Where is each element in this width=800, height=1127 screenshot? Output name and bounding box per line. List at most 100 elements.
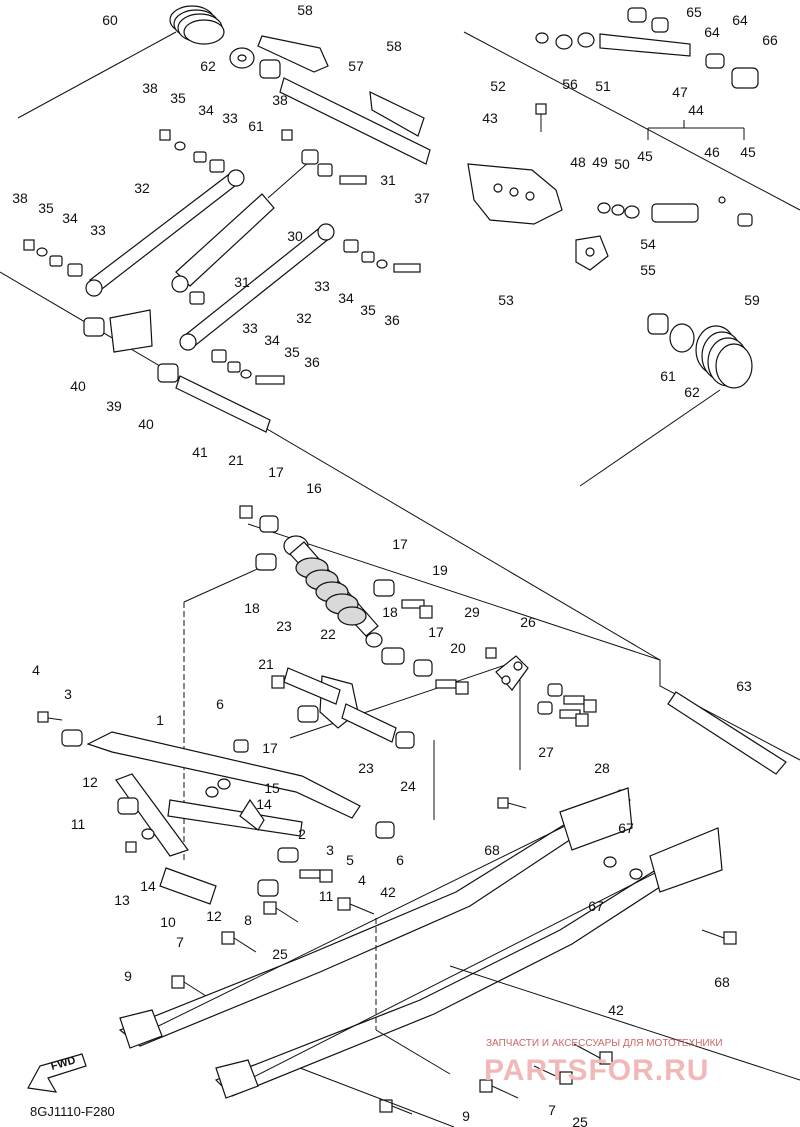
callout-33: 33 bbox=[90, 222, 106, 238]
callout-25: 25 bbox=[572, 1114, 588, 1127]
callout-39: 39 bbox=[106, 398, 122, 414]
callout-28: 28 bbox=[594, 760, 610, 776]
callout-31: 31 bbox=[234, 274, 250, 290]
callout-35: 35 bbox=[360, 302, 376, 318]
callout-33: 33 bbox=[222, 110, 238, 126]
callout-54: 54 bbox=[640, 236, 656, 252]
bushing-61-upper bbox=[259, 59, 281, 79]
callout-40: 40 bbox=[70, 378, 86, 394]
link-arm-32-lower bbox=[179, 223, 335, 351]
callout-17: 17 bbox=[262, 740, 278, 756]
callout-63: 63 bbox=[736, 678, 752, 694]
parts-group-44 bbox=[597, 120, 753, 227]
callout-60: 60 bbox=[102, 12, 118, 28]
callout-15: 15 bbox=[264, 780, 280, 796]
shaft-10 bbox=[159, 867, 217, 905]
callout-61: 61 bbox=[660, 368, 676, 384]
bushing-40-left bbox=[83, 317, 105, 337]
callout-53: 53 bbox=[498, 292, 514, 308]
front-arm-1 bbox=[86, 731, 361, 857]
callout-14: 14 bbox=[140, 878, 156, 894]
callout-57: 57 bbox=[348, 58, 364, 74]
middle-lower-outline bbox=[299, 918, 800, 1127]
callout-58: 58 bbox=[297, 2, 313, 18]
callout-58: 58 bbox=[386, 38, 402, 54]
fasteners-front-arm bbox=[37, 711, 395, 897]
watermark-caption: ЗАПЧАСТИ И АКСЕССУАРЫ ДЛЯ МОТОТЕХНИКИ bbox=[486, 1038, 723, 1049]
callout-35: 35 bbox=[38, 200, 54, 216]
callout-67: 67 bbox=[588, 898, 604, 914]
shaft-assembly-47 bbox=[535, 7, 759, 89]
callout-68: 68 bbox=[714, 974, 730, 990]
callout-4: 4 bbox=[358, 872, 366, 888]
callout-45: 45 bbox=[740, 144, 756, 160]
bushing-40-right bbox=[157, 363, 179, 383]
callout-26: 26 bbox=[520, 614, 536, 630]
callout-46: 46 bbox=[704, 144, 720, 160]
callout-1: 1 bbox=[156, 712, 164, 728]
collar-62-upper bbox=[229, 47, 255, 69]
callout-61: 61 bbox=[248, 118, 264, 134]
callout-22: 22 bbox=[320, 626, 336, 642]
callout-2: 2 bbox=[298, 826, 306, 842]
callout-32: 32 bbox=[296, 310, 312, 326]
bracket-43 bbox=[467, 163, 563, 225]
callout-47: 47 bbox=[672, 84, 688, 100]
callout-27: 27 bbox=[538, 744, 554, 760]
shock-absorber-16 bbox=[283, 535, 383, 648]
callout-35: 35 bbox=[284, 344, 300, 360]
callout-16: 16 bbox=[306, 480, 322, 496]
callout-56: 56 bbox=[562, 76, 578, 92]
middle-assembly-outline bbox=[183, 523, 800, 860]
callout-25: 25 bbox=[272, 946, 288, 962]
callout-44: 44 bbox=[688, 102, 704, 118]
fasteners-26-group bbox=[485, 647, 597, 727]
callout-67: 67 bbox=[618, 820, 634, 836]
callout-48: 48 bbox=[570, 154, 586, 170]
bolt-52 bbox=[535, 103, 547, 132]
callout-23: 23 bbox=[358, 760, 374, 776]
callout-5: 5 bbox=[346, 852, 354, 868]
callout-7: 7 bbox=[548, 1102, 556, 1118]
bracket-26 bbox=[495, 655, 529, 691]
callout-64: 64 bbox=[732, 12, 748, 28]
callout-62: 62 bbox=[200, 58, 216, 74]
callout-51: 51 bbox=[595, 78, 611, 94]
callout-38: 38 bbox=[272, 92, 288, 108]
callout-11: 11 bbox=[71, 816, 86, 832]
cap-58 bbox=[369, 90, 425, 137]
callout-21: 21 bbox=[228, 452, 244, 468]
callout-13: 13 bbox=[114, 892, 130, 908]
callout-8: 8 bbox=[244, 912, 252, 928]
callout-36: 36 bbox=[304, 354, 320, 370]
callout-65: 65 bbox=[686, 4, 702, 20]
callout-7: 7 bbox=[176, 934, 184, 950]
callout-12: 12 bbox=[206, 908, 222, 924]
bolt-7-9-25 bbox=[171, 901, 299, 997]
collar-24 bbox=[395, 731, 415, 749]
callout-4: 4 bbox=[32, 662, 40, 678]
callout-59: 59 bbox=[744, 292, 760, 308]
callout-3: 3 bbox=[64, 686, 72, 702]
callout-17: 17 bbox=[392, 536, 408, 552]
shaft-57 bbox=[279, 77, 431, 165]
callout-64: 64 bbox=[704, 24, 720, 40]
callout-3: 3 bbox=[326, 842, 334, 858]
callout-31: 31 bbox=[380, 172, 396, 188]
callout-6: 6 bbox=[396, 852, 404, 868]
callout-34: 34 bbox=[338, 290, 354, 306]
callout-52: 52 bbox=[490, 78, 506, 94]
callout-42: 42 bbox=[380, 884, 396, 900]
shaft-cover-58 bbox=[257, 35, 329, 73]
shock-absorber-30 bbox=[171, 153, 319, 293]
diagram-code: 8GJ1110-F280 bbox=[30, 1104, 115, 1119]
torsion-spring-60 bbox=[17, 5, 225, 119]
plate-54 bbox=[575, 235, 609, 271]
callout-35: 35 bbox=[170, 90, 186, 106]
callout-18: 18 bbox=[382, 604, 398, 620]
callout-17: 17 bbox=[268, 464, 284, 480]
callout-37: 37 bbox=[414, 190, 430, 206]
callout-18: 18 bbox=[244, 600, 260, 616]
upper-assembly-outline bbox=[0, 31, 800, 661]
